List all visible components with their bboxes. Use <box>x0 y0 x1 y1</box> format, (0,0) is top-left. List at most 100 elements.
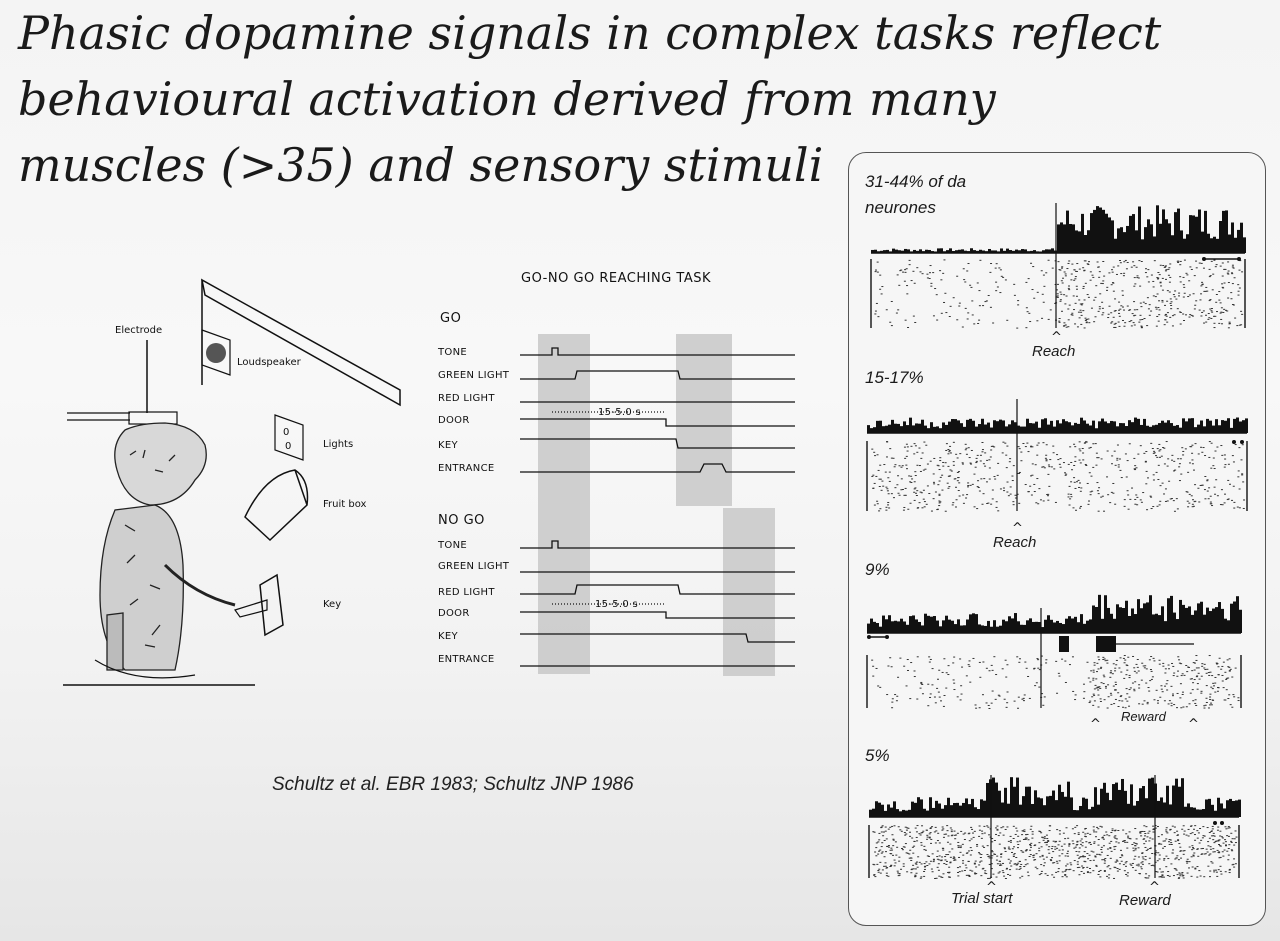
histogram-bar <box>917 797 920 817</box>
raster-spike <box>1110 840 1113 842</box>
raster-spike <box>988 467 991 469</box>
raster-spike <box>883 464 886 466</box>
raster-spike <box>936 866 939 868</box>
raster-spike <box>1090 307 1093 309</box>
raster-spike <box>1142 858 1145 860</box>
raster-spike <box>922 498 925 500</box>
raster-spike <box>1057 459 1060 461</box>
raster-spike <box>1032 266 1035 268</box>
raster-spike <box>881 851 884 853</box>
raster-spike <box>968 832 971 834</box>
histogram-bar <box>1030 250 1033 253</box>
raster-spike <box>904 271 907 273</box>
histogram-bar <box>1126 225 1129 253</box>
raster-spike <box>1118 315 1121 317</box>
raster-spike <box>1177 261 1180 263</box>
histogram-bar <box>1018 250 1021 253</box>
raster-spike <box>1172 500 1175 502</box>
raster-spike <box>1230 298 1233 300</box>
raster-spike <box>1212 699 1215 701</box>
raster-spike <box>1197 453 1200 455</box>
raster-spike <box>1179 323 1182 325</box>
histogram-bar <box>919 249 922 253</box>
raster-spike <box>1069 446 1072 448</box>
raster-spike <box>913 453 916 455</box>
raster-spike <box>1165 683 1168 685</box>
raster-spike <box>1067 463 1070 465</box>
raster-spike <box>1109 847 1112 849</box>
raster-spike <box>1079 840 1082 842</box>
raster-spike <box>1126 460 1129 462</box>
histogram-bar <box>1014 422 1017 433</box>
raster-spike <box>1146 276 1149 278</box>
raster-spike <box>1066 850 1069 852</box>
histogram-bar <box>1020 624 1023 633</box>
raster-spike <box>1148 840 1151 842</box>
raster-spike <box>1228 322 1231 324</box>
histogram-bar <box>1223 808 1226 817</box>
raster-spike <box>1188 861 1191 863</box>
raster-spike <box>1156 700 1159 702</box>
raster-spike <box>893 466 896 468</box>
raster-spike <box>1134 828 1137 830</box>
raster-spike <box>1208 674 1211 676</box>
raster-spike <box>1152 295 1155 297</box>
raster-spike <box>1112 663 1115 665</box>
raster-spike <box>1155 852 1158 854</box>
raster-spike <box>1124 259 1127 261</box>
raster-spike <box>1193 834 1196 836</box>
raster-spike <box>1053 876 1056 878</box>
raster-spike <box>986 459 989 461</box>
raster-spike <box>949 305 952 307</box>
raster-spike <box>894 487 897 489</box>
raster-spike <box>878 478 881 480</box>
raster-spike <box>1118 301 1121 303</box>
raster-spike <box>908 475 911 477</box>
histogram-bar <box>1107 423 1110 433</box>
raster-spike <box>1019 840 1022 842</box>
raster-spike <box>938 469 941 471</box>
raster-spike <box>923 875 926 877</box>
raster-spike <box>881 869 884 871</box>
raster-spike <box>991 841 994 843</box>
raster-spike <box>1024 864 1027 866</box>
raster-spike <box>1109 672 1112 674</box>
raster-spike <box>878 839 881 841</box>
raster-spike <box>1163 846 1166 848</box>
raster-spike <box>881 842 884 844</box>
raster-spike <box>1102 312 1105 314</box>
raster-spike <box>948 871 951 873</box>
raster-spike <box>1204 669 1207 671</box>
histogram-bar <box>1149 595 1152 633</box>
histogram-bar <box>1123 232 1126 253</box>
raster-spike <box>1130 864 1133 866</box>
raster-spike <box>1178 843 1181 845</box>
raster-spike <box>1100 826 1103 828</box>
raster-spike <box>1063 322 1066 324</box>
raster-spike <box>1134 842 1137 844</box>
raster-spike <box>1045 460 1048 462</box>
raster-spike <box>914 868 917 870</box>
raster-spike <box>916 840 919 842</box>
raster-spike <box>1114 667 1117 669</box>
raster-spike <box>981 694 984 696</box>
histogram-bar <box>1183 238 1186 253</box>
raster-spike <box>1123 655 1126 657</box>
raster-spike <box>1052 445 1055 447</box>
raster-spike <box>1148 875 1151 877</box>
raster-spike <box>1115 273 1118 275</box>
histogram-bar <box>1169 804 1172 817</box>
raster-spike <box>1050 860 1053 862</box>
raster-spike <box>1042 837 1045 839</box>
raster-spike <box>1100 849 1103 851</box>
raster-spike <box>1217 674 1220 676</box>
histogram-bar <box>1001 802 1004 817</box>
raster-spike <box>1025 281 1028 283</box>
raster-spike <box>980 837 983 839</box>
raster-spike <box>1054 846 1057 848</box>
raster-spike <box>1137 453 1140 455</box>
histogram-bar <box>955 250 958 253</box>
raster-spike <box>1073 269 1076 271</box>
raster-spike <box>903 832 906 834</box>
raster-spike <box>1125 873 1128 875</box>
